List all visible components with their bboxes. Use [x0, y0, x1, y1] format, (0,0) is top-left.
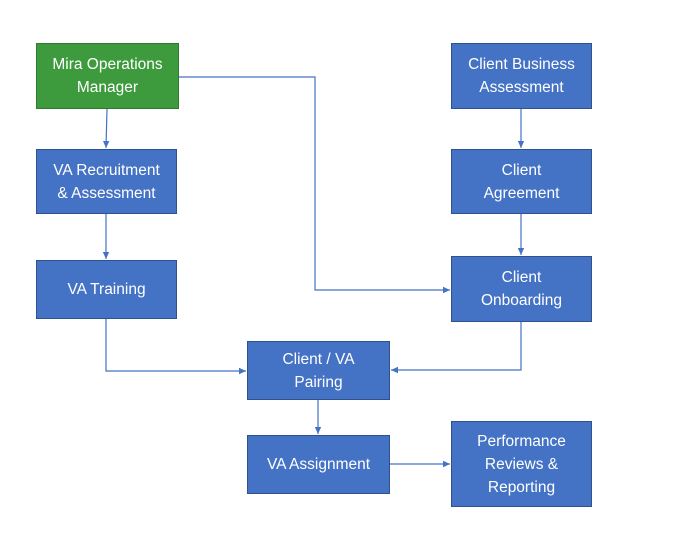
edge-mira-to-onboarding: [179, 76, 450, 294]
node-client-business-assessment: Client Business Assessment: [451, 43, 592, 109]
node-client-onboarding: Client Onboarding: [451, 256, 592, 322]
node-performance-reviews-reporting: Performance Reviews & Reporting: [451, 421, 592, 507]
node-client-agreement: Client Agreement: [451, 149, 592, 214]
node-va-training: VA Training: [36, 260, 177, 319]
edge-onboarding-to-pairing: [391, 322, 522, 374]
node-va-recruitment-assessment: VA Recruitment & Assessment: [36, 149, 177, 214]
edge-training-to-pairing: [105, 319, 246, 375]
node-mira-operations-manager: Mira Operations Manager: [36, 43, 179, 109]
node-client-va-pairing: Client / VA Pairing: [247, 341, 390, 400]
node-va-assignment: VA Assignment: [247, 435, 390, 494]
edge-mira-to-recruitment: [102, 108, 110, 149]
